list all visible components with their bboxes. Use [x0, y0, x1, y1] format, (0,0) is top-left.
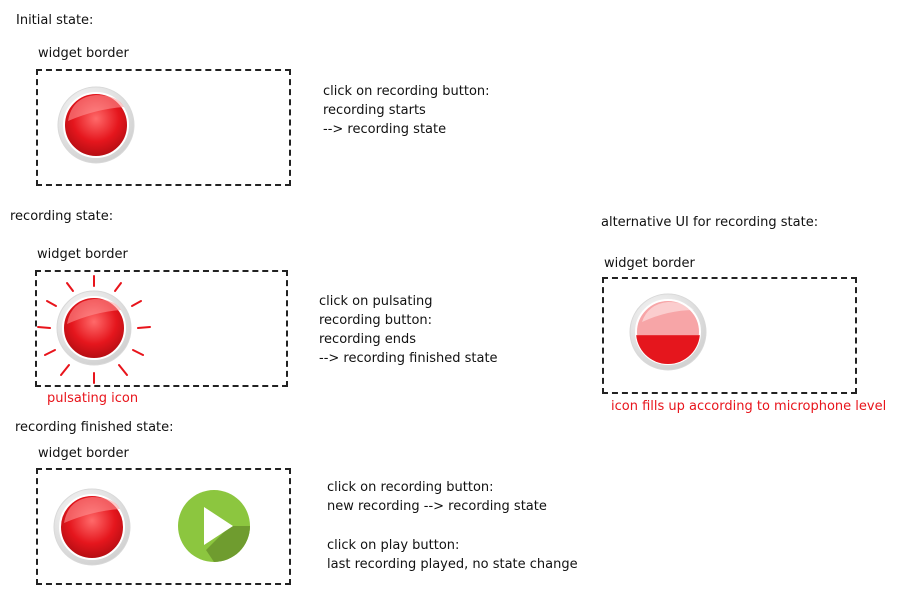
level-caption: icon fills up according to microphone le… [611, 399, 887, 414]
note-line: recording ends [319, 332, 417, 347]
finished-state-heading: recording finished state: [15, 420, 174, 435]
initial-widget-border [36, 69, 291, 186]
note-line: click on recording button: [327, 480, 494, 495]
record-button-icon[interactable] [52, 487, 132, 567]
alternative-heading: alternative UI for recording state: [601, 215, 819, 230]
initial-note: click on recording button: recording sta… [323, 82, 490, 139]
alternative-widget-label: widget border [604, 256, 695, 271]
note-line: click on recording button: [323, 84, 490, 99]
note-line: click on pulsating [319, 294, 433, 309]
initial-widget-label: widget border [38, 46, 129, 61]
recording-note: click on pulsating recording button: rec… [319, 292, 498, 368]
alternative-widget-border [602, 277, 857, 394]
level-record-icon[interactable] [628, 292, 708, 372]
note-line: click on play button: [327, 538, 460, 553]
recording-widget-border [35, 270, 288, 387]
finished-note-play: click on play button: last recording pla… [327, 536, 578, 574]
play-button-icon[interactable] [176, 488, 252, 564]
note-line: --> recording state [323, 122, 447, 137]
finished-widget-label: widget border [38, 446, 129, 461]
note-line: new recording --> recording state [327, 499, 547, 514]
note-line: recording starts [323, 103, 426, 118]
note-line: --> recording finished state [319, 351, 498, 366]
note-line: last recording played, no state change [327, 557, 578, 572]
record-button-icon[interactable] [56, 85, 136, 165]
pulsating-caption: pulsating icon [47, 391, 139, 406]
pulsating-record-icon[interactable] [29, 265, 159, 395]
recording-widget-label: widget border [37, 247, 128, 262]
initial-state-heading: Initial state: [16, 13, 94, 28]
note-line: recording button: [319, 313, 433, 328]
finished-note-record: click on recording button: new recording… [327, 478, 547, 516]
recording-state-heading: recording state: [10, 209, 114, 224]
finished-widget-border [36, 468, 291, 585]
